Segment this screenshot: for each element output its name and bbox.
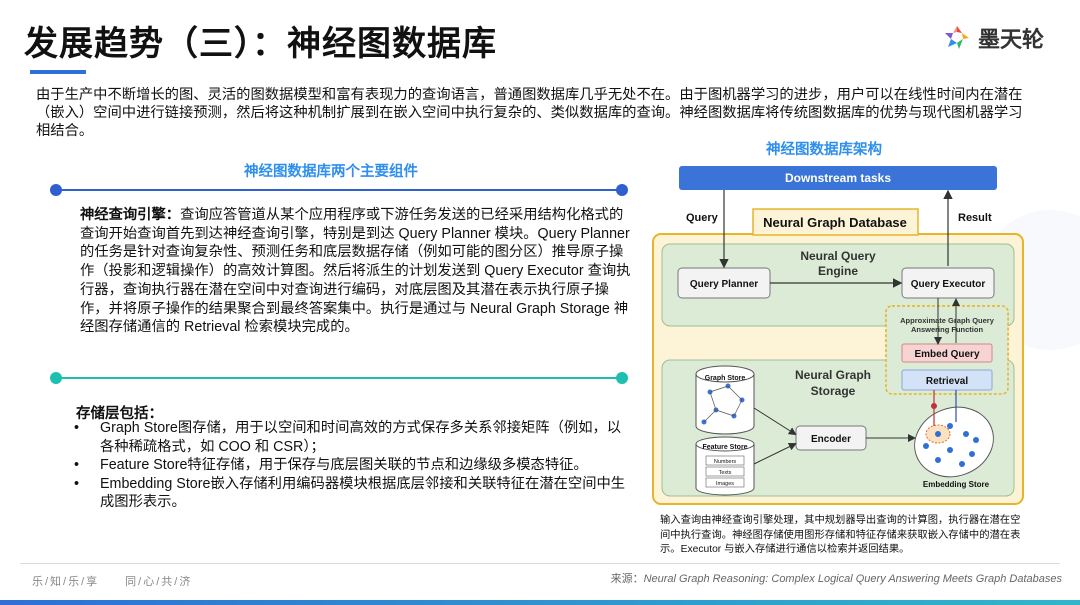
numbers-label: Numbers <box>714 459 737 465</box>
encoder-label: Encoder <box>811 434 851 445</box>
bottom-accent-bar <box>0 600 1080 605</box>
divider-teal-dot-right <box>616 372 628 384</box>
retrieval-dot-red <box>931 403 937 409</box>
divider-dot-right <box>616 184 628 196</box>
architecture-section-title: 神经图数据库架构 <box>766 142 882 158</box>
footer-divider <box>20 563 1060 564</box>
feature-store-icon <box>695 436 755 496</box>
query-engine-text: 查询应答管道从某个应用程序或下游任务发送的已经采用结构化格式的查询开始查询首先到… <box>80 207 631 336</box>
ngs-label-line2: Storage <box>811 384 856 398</box>
logo-text: 墨天轮 <box>978 28 1045 53</box>
downstream-tasks-box <box>679 166 997 190</box>
images-label: Images <box>716 481 734 487</box>
feature-store-label: Feature Store <box>702 444 747 451</box>
arrow-featurestore-to-encoder <box>753 443 797 465</box>
source-text: Neural Graph Reasoning: Complex Logical … <box>643 573 1062 585</box>
mtl-logo-icon <box>945 26 969 49</box>
query-engine-label: 神经查询引擎： <box>80 207 181 223</box>
storage-layer-title: 存储层包括： <box>76 406 163 422</box>
query-executor-label: Query Executor <box>911 279 986 290</box>
bullet: • <box>74 457 80 474</box>
divider-blue <box>56 189 622 191</box>
query-planner-label: Query Planner <box>690 279 758 290</box>
list-item: • Graph Store图存储，用于以空间和时间高效的方式保存多关系邻接矩阵（例… <box>74 419 634 456</box>
retrieval-front <box>901 369 993 391</box>
brand-logo: 墨天轮 <box>942 22 1044 54</box>
downstream-tasks-label: Downstream tasks <box>785 171 891 185</box>
texts-label: Texts <box>719 470 732 476</box>
list-item: • Feature Store特征存储，用于保存与底层图关联的节点和边缘级多模态特… <box>74 456 634 475</box>
storage-item-graph: Graph Store图存储，用于以空间和时间高效的方式保存多关系邻接矩阵（例如… <box>100 420 622 455</box>
retrieval-front-label: Retrieval <box>926 376 968 387</box>
approx-query-front-line1: Approximate Graph Query <box>900 316 995 325</box>
nqe-label-line1: Neural Query <box>800 249 876 263</box>
query-engine-description: 神经查询引擎：查询应答管道从某个应用程序或下游任务发送的已经采用结构化格式的查询… <box>80 206 632 337</box>
nqe-label-line2: Engine <box>818 264 858 278</box>
footer-slogan: 乐/知/乐/享 同/心/共/济 <box>32 576 193 588</box>
ngdb-title: Neural Graph Database <box>763 215 907 230</box>
architecture-diagram: Downstream tasks Neural Graph Database Q… <box>652 166 1024 505</box>
storage-item-embedding: Embedding Store嵌入存储利用编码器模块根据底层邻接和关联特征在潜在… <box>100 475 626 511</box>
diagram-caption: 输入查询由神经查询引擎处理，其中规划器导出查询的计算图，执行器在潜在空间中执行查… <box>660 515 1021 556</box>
embed-query-front-label: Embed Query <box>914 349 979 360</box>
ngs-label-line1: Neural Graph <box>795 368 871 382</box>
page-title: 发展趋势（三）：神经图数据库 <box>24 24 497 64</box>
title-underline <box>30 70 86 74</box>
source-label: 来源： <box>610 573 644 585</box>
intro-paragraph: 由于生产中不断增长的图、灵活的图数据模型和富有表现力的查询语言，普通图数据库几乎… <box>36 87 1023 139</box>
list-item: • Embedding Store嵌入存储利用编码器模块根据底层邻接和关联特征在潜… <box>74 475 634 512</box>
components-section-title: 神经图数据库两个主要组件 <box>244 164 418 180</box>
footer-source: 来源：Neural Graph Reasoning: Complex Logic… <box>611 570 1062 586</box>
arrow-graphstore-to-encoder <box>753 407 797 436</box>
result-label: Result <box>958 212 992 224</box>
query-label: Query <box>686 212 719 224</box>
embed-query-front <box>901 343 993 363</box>
bullet: • <box>74 420 80 436</box>
storage-list: • Graph Store图存储，用于以空间和时间高效的方式保存多关系邻接矩阵（例… <box>74 419 634 512</box>
approx-query-front-line2: Answering Function <box>911 325 984 334</box>
query-engine-panel <box>661 243 1015 327</box>
graph-store-label: Graph Store <box>705 375 746 382</box>
divider-dot-left <box>50 184 62 196</box>
bullet: • <box>74 475 80 492</box>
divider-teal <box>56 377 622 379</box>
divider-teal-dot-left <box>50 372 62 384</box>
ngdb-title-box <box>752 208 919 236</box>
storage-item-feature: Feature Store特征存储，用于保存与底层图关联的节点和边缘级多模态特征… <box>100 457 588 474</box>
embedding-store-label: Embedding Store <box>923 480 990 489</box>
graph-store-icon <box>695 365 755 435</box>
